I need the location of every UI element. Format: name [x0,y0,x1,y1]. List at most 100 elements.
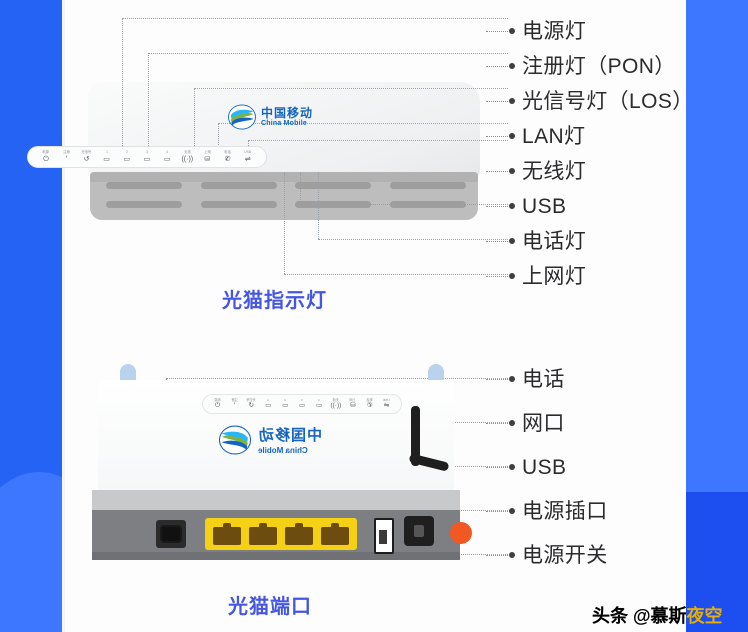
led-label: 3 [301,397,303,402]
leader-dash [486,30,508,32]
label-text: 电话 [522,367,565,391]
led-label: 1 [267,397,270,402]
power-switch-button[interactable] [450,522,472,544]
leader-dash [486,554,508,556]
power-cable [411,406,420,466]
label-text: 电话灯 [522,229,587,253]
led-label: 3 [146,150,148,155]
port-power-jack[interactable] [404,516,434,546]
china-mobile-logo-bottom: 中国移动 China Mobile [218,424,322,455]
brand-cn-bottom: 中国移动 [258,427,323,444]
led-indicator-7: 2▭ [277,398,294,410]
led-label: 上网 [204,150,211,155]
label-text: 无线灯 [522,159,587,183]
led-label: 电源 [42,150,50,155]
port-lan-4[interactable] [321,523,349,545]
leader-dash [486,378,508,380]
leader-power-h [122,18,508,19]
led-glyph-icon: ((·)) [330,401,342,409]
router-port-row [98,510,472,558]
port-lan-3[interactable] [285,523,313,545]
label-text: USB [522,455,567,479]
led-indicator-6: 3▭ [137,151,157,163]
led-label: 1 [105,150,108,155]
led-glyph-icon: ↺ [248,401,255,409]
bullet-dot [509,552,515,558]
led-indicator-1: USB⇌ [378,397,395,410]
bullet-dot [509,63,515,69]
label-text: 光信号灯（LOS） [522,89,694,113]
brand-cn-top: 中国移动 [261,106,314,120]
led-indicator-7: 4▭ [157,151,177,163]
led-label: USB [244,150,252,155]
leader-dash [486,205,508,207]
top-label-4: LAN灯 [486,123,585,149]
led-glyph-icon: ▭ [163,155,171,163]
led-indicator-9: 上网⛁ [197,151,217,163]
right-blue-strip [686,0,748,632]
leader-net [284,172,285,274]
led-label: 上网 [349,397,356,402]
label-text: 电源开关 [522,543,608,567]
leader-dash [486,466,508,468]
led-indicator-5: 2▭ [117,151,137,163]
port-lan-1[interactable] [213,523,241,545]
led-glyph-icon: ⏻ [214,401,221,409]
china-mobile-wordmark-top: 中国移动 China Mobile [261,107,313,127]
top-label-7: 电话灯 [486,228,586,254]
leader-dash [486,135,508,137]
bullet-dot [509,273,515,279]
leader-net-h [284,274,508,275]
left-strip-curve [0,472,62,632]
led-label: 光信号 [246,397,256,402]
led-glyph-icon: ▭ [265,401,272,409]
leader-lan [218,123,219,157]
led-label: 无线 [183,150,191,155]
leader-powerjack-h [414,510,508,511]
led-label: 无线 [332,397,339,402]
led-label: USB [383,397,390,402]
caption-indicator-lights: 光猫指示灯 [222,290,327,312]
label-text: 上网灯 [522,264,587,288]
onu-top-face [88,82,480,180]
led-glyph-icon: ⏻ [43,155,49,163]
led-glyph-icon: ⇌ [383,401,390,409]
port-lan-2[interactable] [249,523,277,545]
port-phone-rj11[interactable] [156,520,186,548]
led-indicator-4: 无线((·)) [327,397,344,410]
leader-los-h [194,88,508,89]
led-glyph-icon: ⛁ [350,401,356,409]
left-blue-strip [0,0,62,632]
led-glyph-icon: ✆ [224,155,231,163]
leader-lan-h [218,123,508,124]
onu-vent-slots [106,182,466,214]
brand-en-bottom: China Mobile [258,446,308,455]
left-strip-seam [62,0,65,632]
watermark: 头条 @慕斯夜空 [592,606,723,626]
leader-dash [486,240,508,242]
leader-dash [486,170,508,172]
leader-pon-h [148,53,508,54]
label-text: 注册灯（PON） [522,54,676,78]
leader-phone-h [318,239,508,240]
leader-dash [486,65,508,67]
leader-powerswitch-h [450,554,508,555]
port-usb[interactable] [374,518,394,554]
led-indicator-3: 上网⛁ [344,397,361,410]
led-indicator-5: 4▭ [310,397,327,410]
leader-pon [148,53,149,164]
led-glyph-icon: ▭ [282,401,289,409]
led-label: 4 [318,397,320,402]
led-indicator-11: USB⇌ [238,151,258,163]
leader-dash [486,422,508,424]
label-text: USB [522,194,567,218]
led-glyph-icon: ⇌ [244,155,251,163]
label-text: 网口 [522,411,565,435]
leader-power [122,18,123,164]
